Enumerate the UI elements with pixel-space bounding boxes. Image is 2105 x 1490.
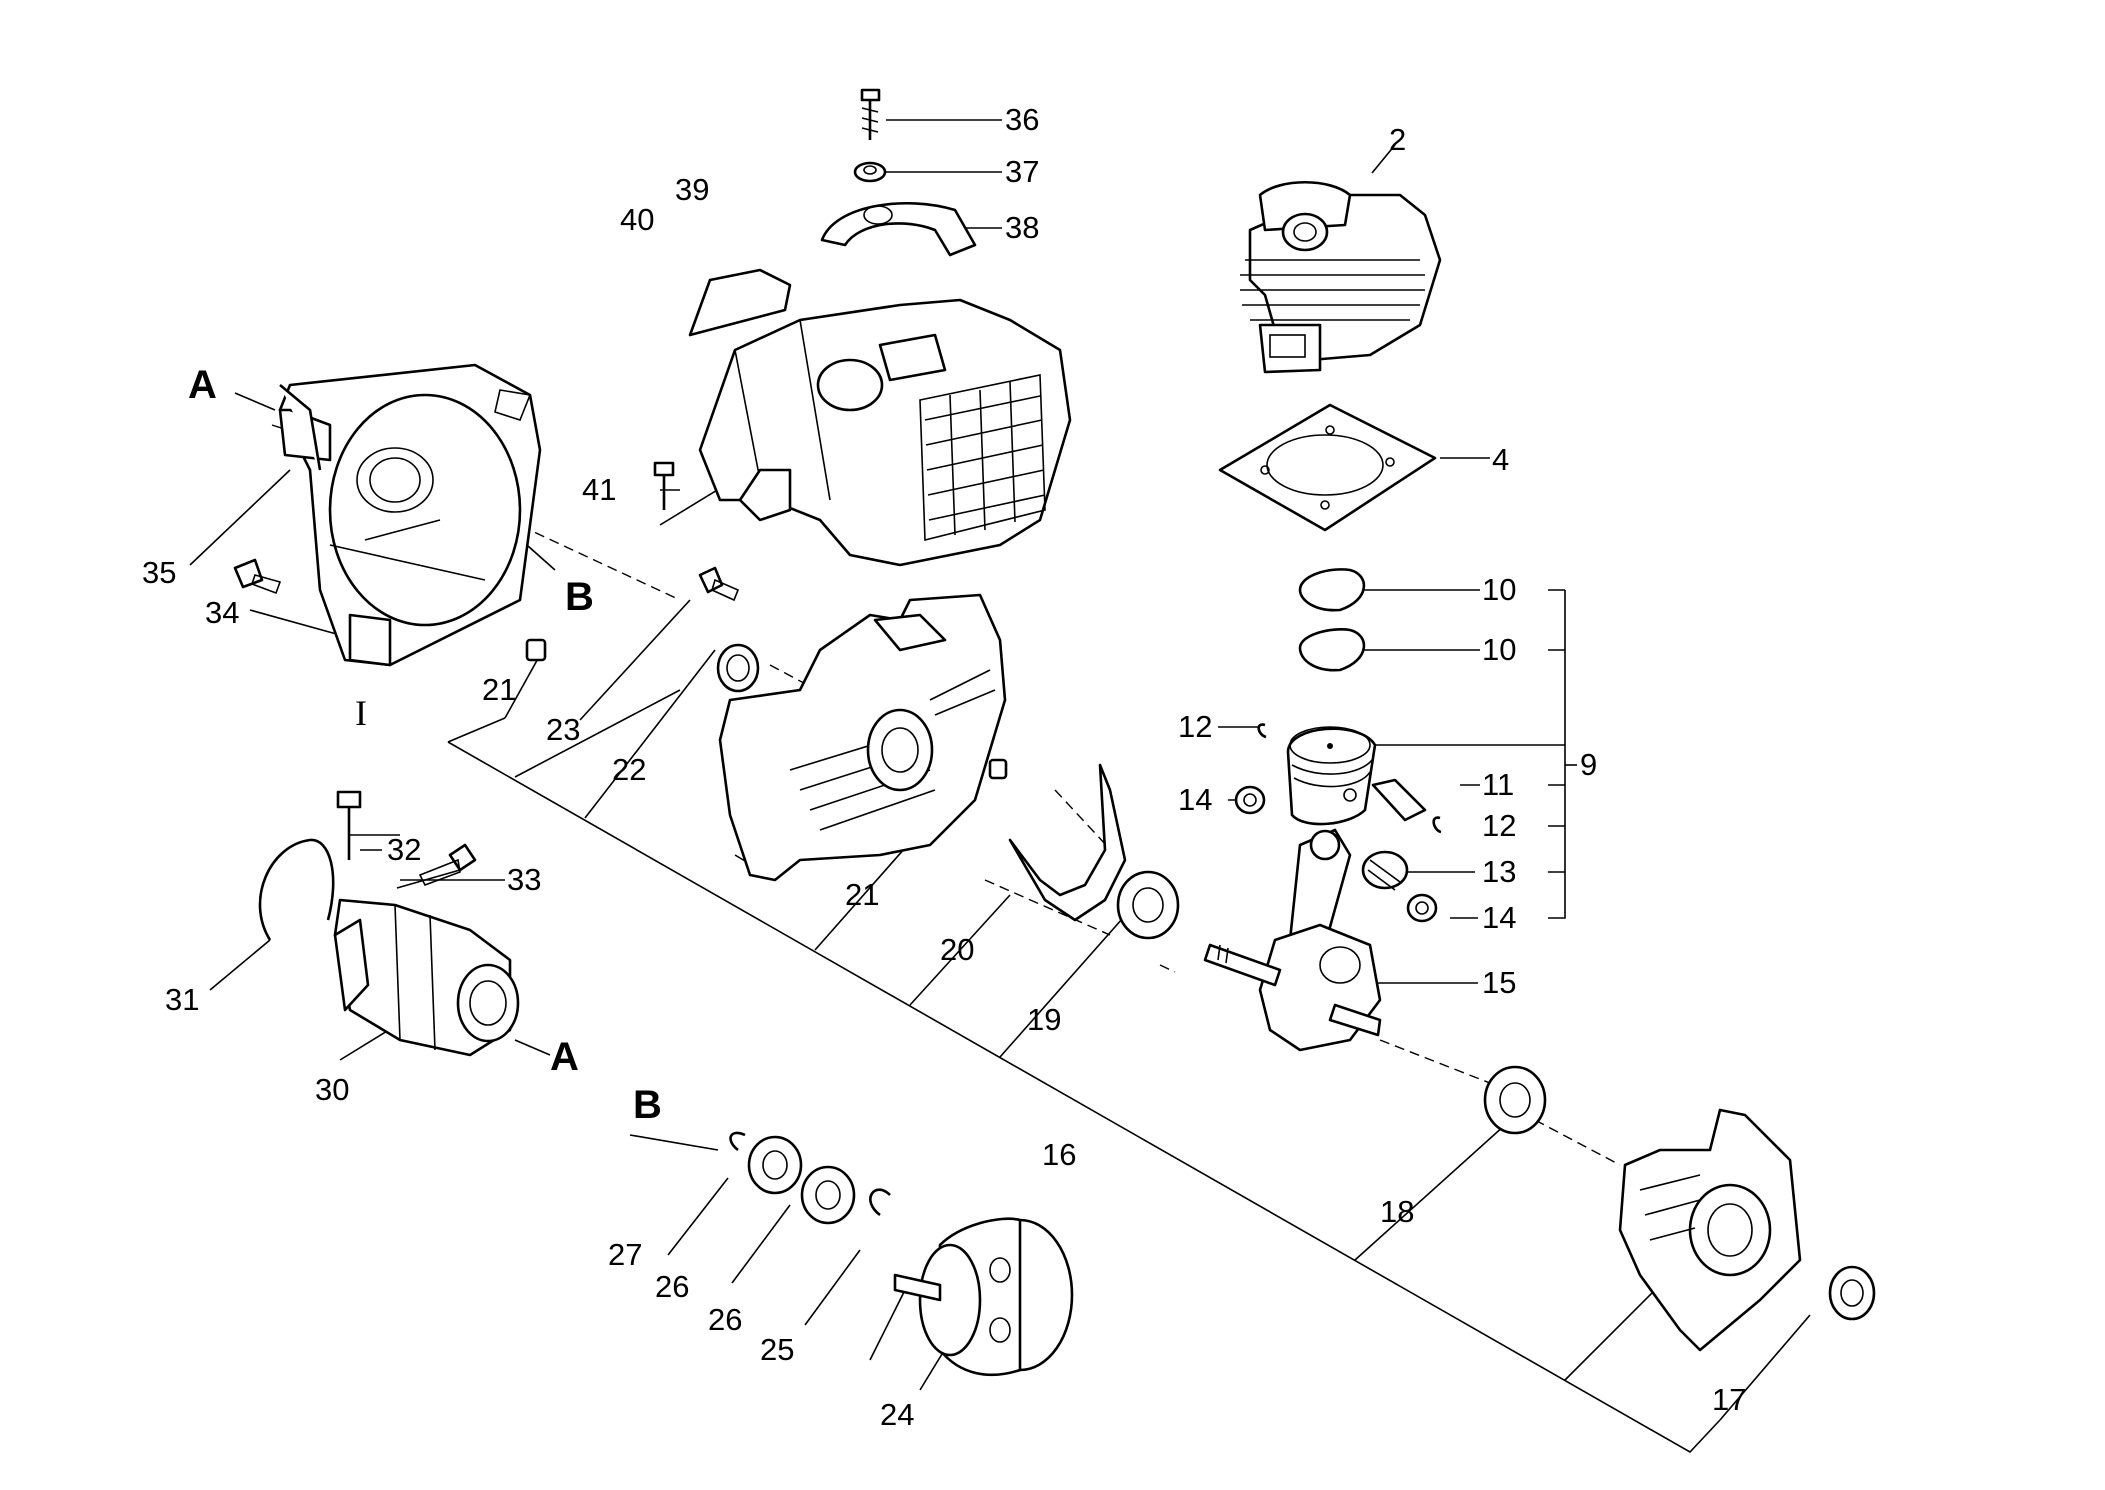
crankcase (718, 593, 1007, 882)
callout-11: 11 (1482, 767, 1514, 802)
callout-35: 35 (142, 555, 176, 590)
oil-seal-17 (1828, 1265, 1876, 1321)
callout-12-left: 12 (1178, 709, 1212, 744)
bearings-26 (747, 1135, 856, 1225)
callout-33: 33 (507, 862, 541, 897)
needle-bearing-13 (1361, 850, 1409, 891)
crankshaft (1203, 828, 1382, 1052)
ref-a-bottom: A (550, 1035, 579, 1079)
crankcase-gasket-20 (1008, 763, 1127, 922)
piston-rings-10 (1298, 568, 1366, 672)
callout-16: 16 (1042, 1137, 1076, 1172)
piston-pin-11 (1371, 778, 1427, 822)
callout-36: 36 (1005, 102, 1039, 137)
callout-26-right: 26 (708, 1302, 742, 1337)
oil-seal-22 (716, 643, 760, 693)
callout-40: 40 (620, 202, 654, 237)
circlip-12a (1257, 723, 1267, 739)
callout-9: 9 (1580, 747, 1597, 782)
callout-38: 38 (1005, 210, 1039, 245)
callout-25: 25 (760, 1332, 794, 1367)
dowel-pins-21 (525, 638, 1008, 780)
ref-b-top: B (565, 575, 594, 619)
crankcase-half (1618, 1108, 1802, 1352)
piston (1286, 726, 1377, 826)
callout-2: 2 (1389, 122, 1406, 157)
circlip-12b (1432, 816, 1442, 834)
callout-30: 30 (315, 1072, 349, 1107)
reference-letters: A A B B I (188, 363, 662, 1127)
callout-31: 31 (165, 982, 199, 1017)
callout-22: 22 (612, 752, 646, 787)
cylinder (1240, 181, 1442, 374)
callout-12-right: 12 (1482, 808, 1516, 843)
cover-screw-41 (653, 461, 675, 510)
callout-15: 15 (1482, 965, 1516, 1000)
circlip-25 (869, 1188, 891, 1217)
cover-bracket-parts (820, 88, 977, 257)
circlip-31 (258, 838, 335, 941)
callout-21-left: 21 (482, 672, 516, 707)
callout-14-right: 14 (1482, 900, 1516, 935)
crankcase-screw-23 (698, 566, 740, 602)
callout-39: 39 (675, 172, 709, 207)
ref-i: I (355, 693, 367, 733)
callout-20: 20 (940, 932, 974, 967)
fan-housing (278, 363, 542, 667)
callout-27: 27 (608, 1237, 642, 1272)
ref-b-bottom: B (633, 1083, 662, 1127)
base-gasket (1218, 403, 1437, 532)
callout-4: 4 (1492, 442, 1509, 477)
callout-24: 24 (880, 1397, 914, 1432)
callout-26-left: 26 (655, 1269, 689, 1304)
bolt-33 (418, 843, 477, 886)
clutch-drum (893, 1217, 1074, 1377)
shaft-housing (333, 898, 520, 1057)
callout-17: 17 (1712, 1382, 1746, 1417)
callout-19: 19 (1027, 1002, 1061, 1037)
callout-23: 23 (546, 712, 580, 747)
cylinder-cover (698, 298, 1072, 567)
ref-a-top: A (188, 363, 217, 407)
callout-41: 41 (582, 472, 616, 507)
callout-10-upper: 10 (1482, 572, 1516, 607)
callout-13: 13 (1482, 854, 1516, 889)
bolt-32 (336, 790, 362, 860)
washers-14 (1234, 785, 1438, 923)
callout-labels: 2 4 9 10 10 11 12 12 13 14 14 15 16 17 1… (142, 102, 1746, 1432)
circlip-27 (729, 1131, 746, 1152)
callout-18: 18 (1380, 1194, 1414, 1229)
callout-10-lower: 10 (1482, 632, 1516, 667)
bearing-19 (1116, 870, 1180, 940)
callout-21-right: 21 (845, 877, 879, 912)
cover-grille (919, 374, 1046, 542)
bearing-18 (1483, 1065, 1547, 1135)
cover-gasket-40 (688, 268, 792, 337)
callout-34: 34 (205, 595, 239, 630)
callout-14-left: 14 (1178, 782, 1212, 817)
callout-32: 32 (387, 832, 421, 867)
fan-housing-screw-34 (233, 558, 282, 595)
callout-37: 37 (1005, 154, 1039, 189)
